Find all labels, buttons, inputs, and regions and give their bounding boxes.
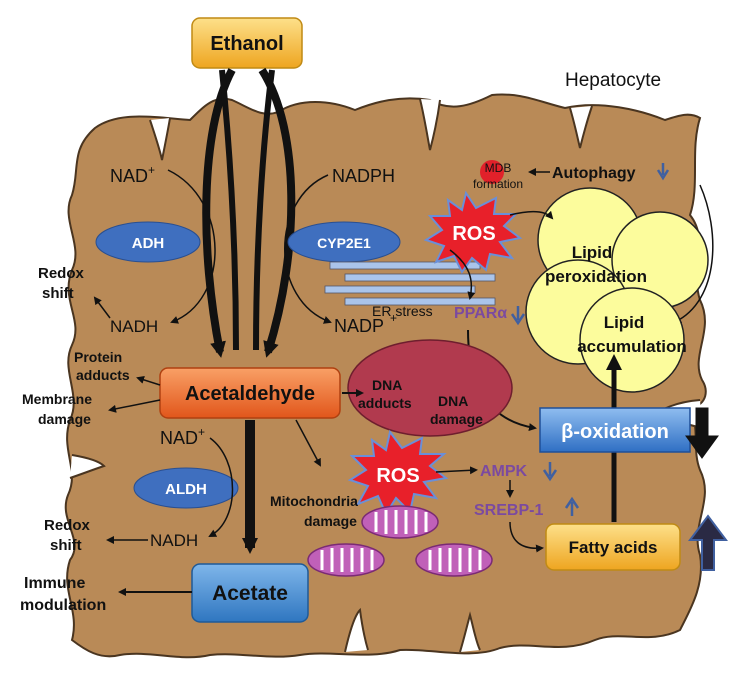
nadph-label: NADPH xyxy=(332,166,395,186)
cell-notch xyxy=(69,454,106,479)
srebp-to-fatty-acids-arrow xyxy=(509,521,544,553)
fatty-acids-up-indicator xyxy=(688,514,728,571)
aldh-enzyme xyxy=(133,467,239,509)
nad-top-label: NAD+ xyxy=(110,163,155,186)
cell-notch xyxy=(419,98,441,151)
er-stress-label: ER stress xyxy=(372,303,433,319)
nucleus xyxy=(347,339,513,437)
cell-notch xyxy=(149,117,171,161)
er-membrane xyxy=(344,297,496,306)
autophagy-label: Autophagy xyxy=(552,165,636,182)
mdb-body xyxy=(480,160,504,184)
ampk-down-indicator xyxy=(542,462,558,482)
ppara-down-indicator xyxy=(510,306,526,326)
er-membrane xyxy=(344,273,496,282)
autophagy-down-indicator xyxy=(656,163,670,181)
srebp1-up-indicator xyxy=(564,496,580,516)
nad-to-nadh-bottom xyxy=(208,437,234,537)
ethanol-loop-left xyxy=(219,69,239,351)
nadh-top-label: NADH xyxy=(110,317,158,336)
cell-notch xyxy=(459,611,481,653)
ros-bottom-label: ROS xyxy=(376,465,419,487)
ros-to-lipid-arrow xyxy=(509,210,554,220)
ampk-label: AMPK xyxy=(480,463,528,480)
acetaldehyde-box xyxy=(159,367,341,419)
ethanol-loop-right xyxy=(253,69,275,351)
nadh-to-redox-arrow xyxy=(93,296,111,319)
acetaldehyde-label: Acetaldehyde xyxy=(185,383,315,405)
ros-top-burst xyxy=(423,190,523,274)
srebp1-label: SREBP-1 xyxy=(474,502,543,519)
nadph-to-nadp xyxy=(284,174,332,324)
ros-bottom-burst xyxy=(347,429,449,517)
mitochondrion xyxy=(415,543,493,577)
cell-notch xyxy=(344,607,369,653)
beta-oxidation-label: β-oxidation xyxy=(561,421,669,443)
nad-bottom-label: NAD+ xyxy=(160,425,205,448)
cyp2e1-label: CYP2E1 xyxy=(317,235,371,251)
acetaldehyde-to-mito-arrow xyxy=(295,419,321,467)
ethanol-adh-arrow xyxy=(202,68,236,358)
acetate-label: Acetate xyxy=(212,582,288,605)
acetaldehyde-to-membrane-arrow xyxy=(108,399,161,413)
ppara-label: PPARα xyxy=(454,305,507,322)
adh-label: ADH xyxy=(132,235,165,252)
ethanol-box xyxy=(191,17,303,69)
hepatocyte-label: Hepatocyte xyxy=(565,70,661,91)
ros-top-label: ROS xyxy=(452,223,495,245)
nadh-bottom-label: NADH xyxy=(150,531,198,550)
fatty-acids-box xyxy=(545,523,681,571)
autophagy-to-lipid-arrow xyxy=(673,184,714,323)
nad-to-nadh-top xyxy=(167,169,216,324)
acetaldehyde-to-protein-arrow xyxy=(136,376,161,386)
beta-oxidation-down-indicator xyxy=(685,407,719,459)
cell-notch xyxy=(569,105,593,149)
aldh-label: ALDH xyxy=(165,481,207,498)
er-membrane xyxy=(324,285,476,294)
mitochondrion xyxy=(361,505,439,539)
mitochondrion xyxy=(307,543,385,577)
ethanol-cyp-arrow xyxy=(258,67,296,358)
fatty-acids-label: Fatty acids xyxy=(569,538,658,557)
beta-oxidation-box xyxy=(539,407,691,453)
adh-enzyme xyxy=(95,221,201,263)
ros-to-ppara-arrow xyxy=(449,249,476,300)
nadp-label: NADP+ xyxy=(334,311,397,336)
ros-to-ampk-arrow xyxy=(435,466,478,475)
ethanol-label: Ethanol xyxy=(210,33,283,55)
